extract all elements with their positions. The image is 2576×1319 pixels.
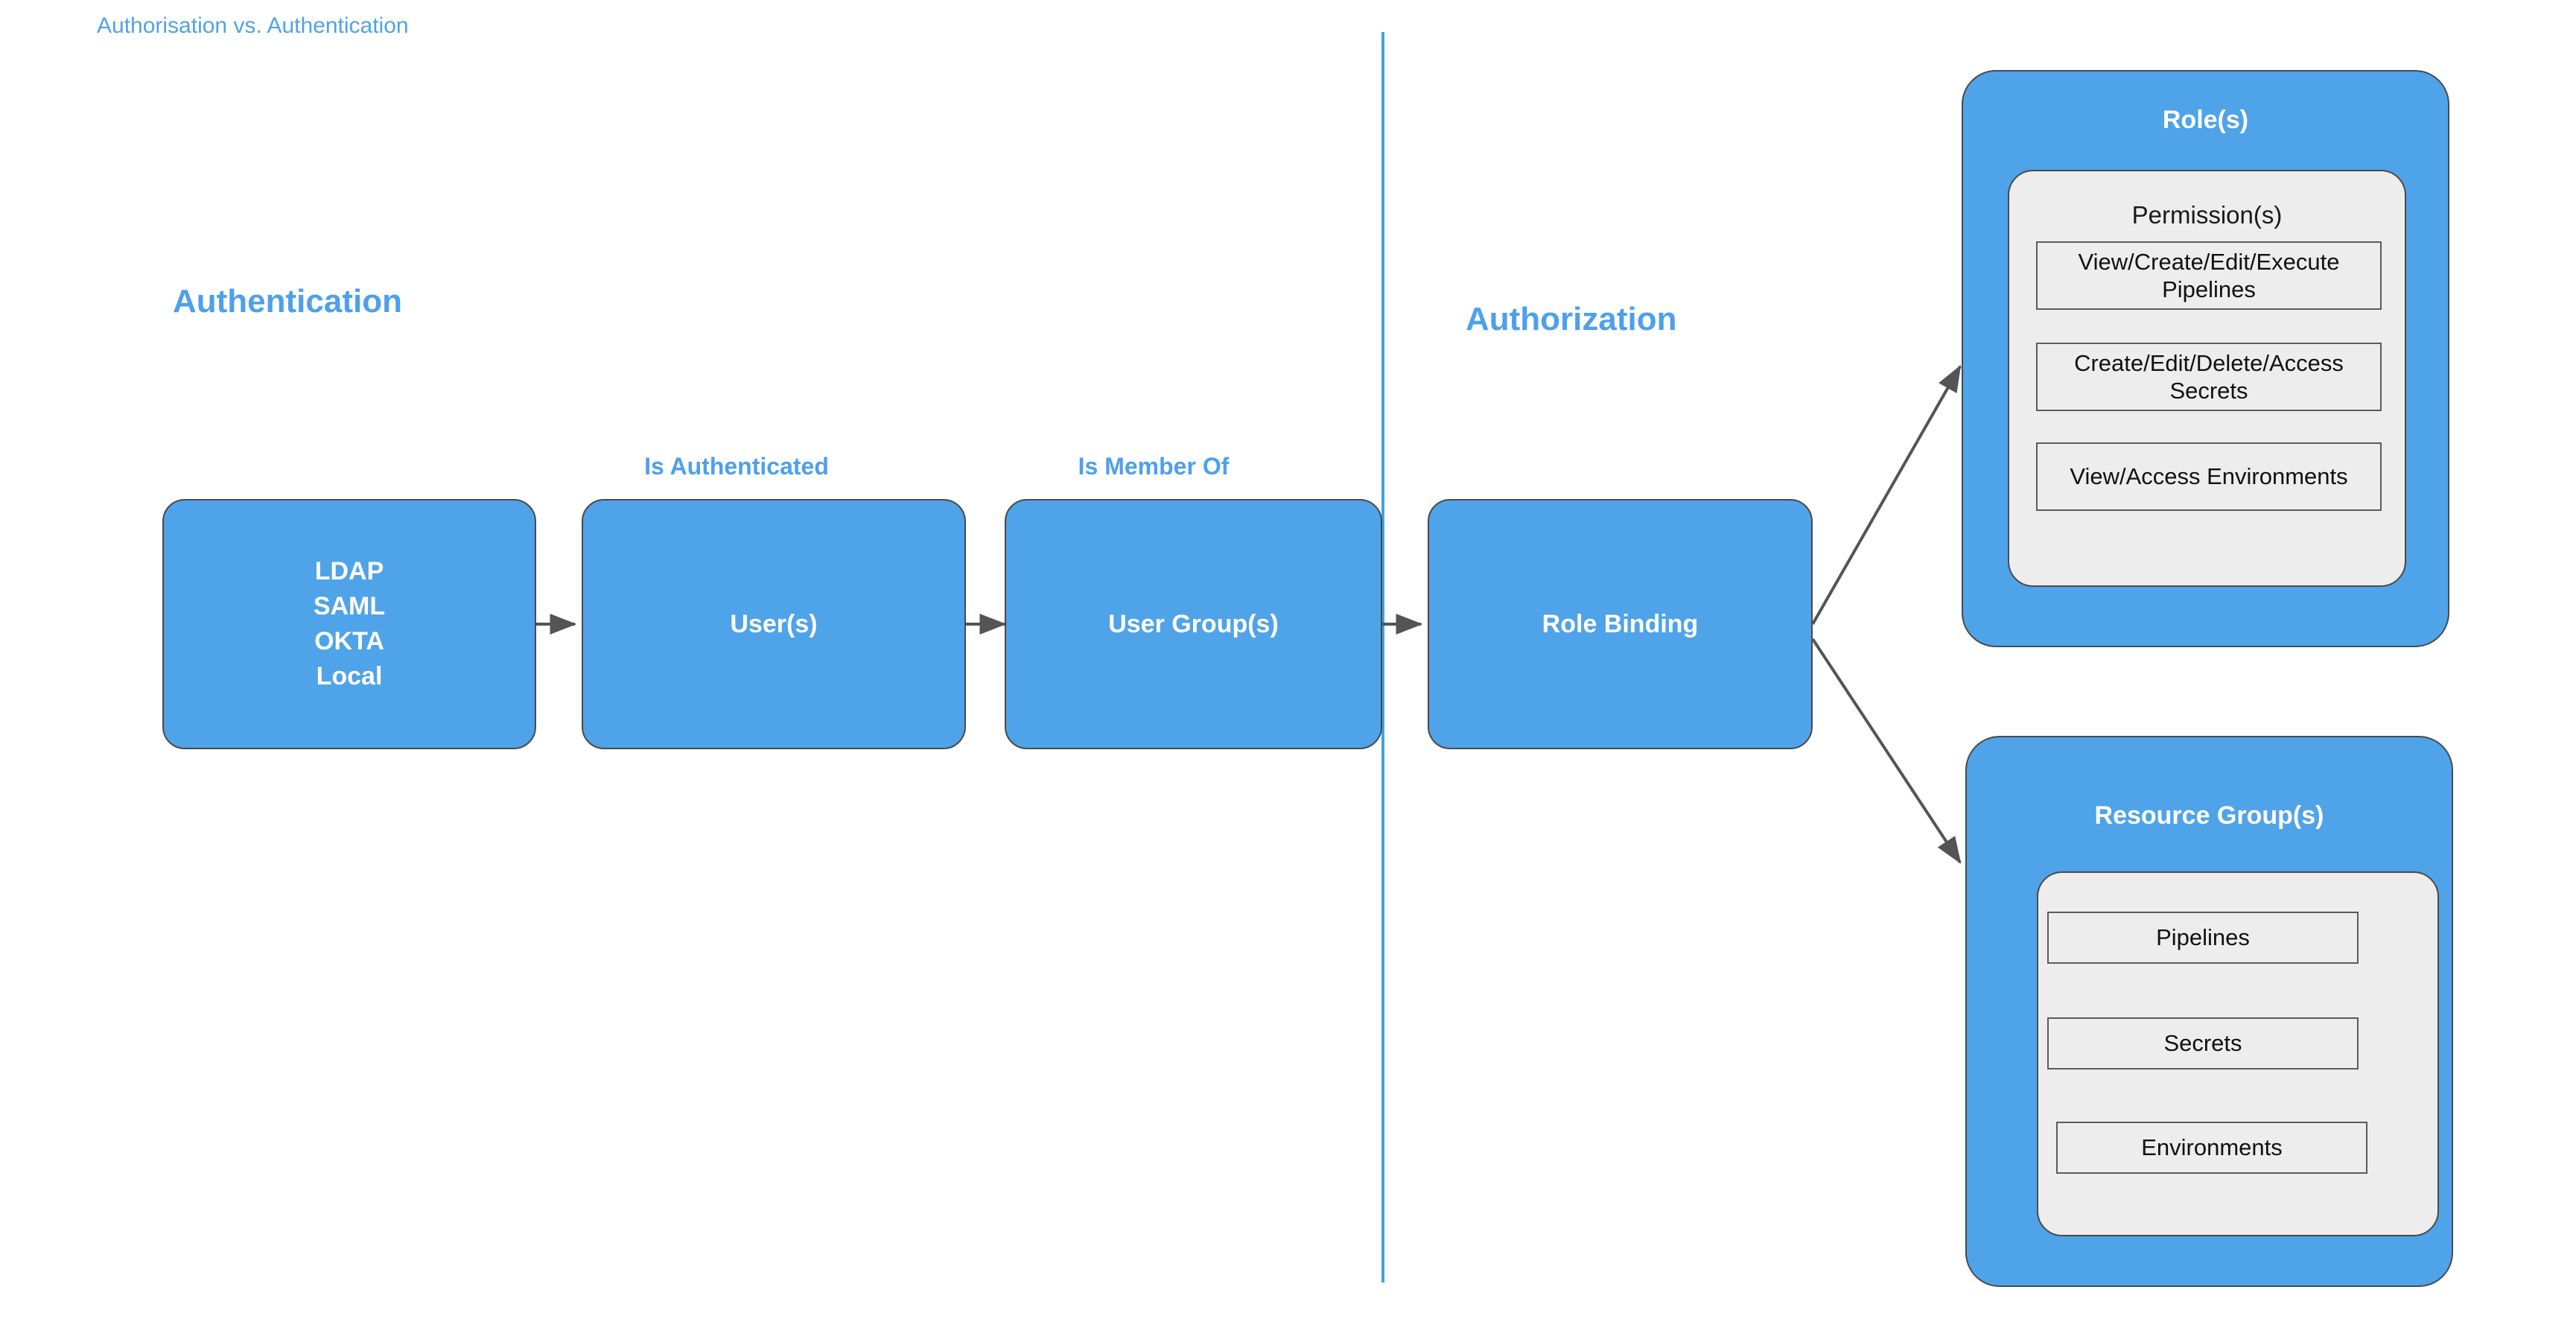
resource-item-pipelines[interactable]: Pipelines	[2047, 912, 2359, 964]
permission-item-secrets[interactable]: Create/Edit/Delete/Access Secrets	[2036, 343, 2382, 411]
identity-provider-ldap: LDAP	[314, 557, 384, 586]
resource-item-environments[interactable]: Environments	[2056, 1122, 2367, 1174]
resource-item-secrets[interactable]: Secrets	[2047, 1017, 2359, 1069]
roles-panel-title: Role(s)	[2162, 106, 2249, 134]
edge-label-is-member-of: Is Member Of	[1078, 453, 1230, 480]
permissions-inner-panel: Permission(s) View/Create/Edit/Execute P…	[2008, 170, 2406, 587]
edge-label-is-authenticated: Is Authenticated	[644, 453, 829, 480]
permission-item-environments[interactable]: View/Access Environments	[2036, 442, 2382, 511]
resource-groups-panel[interactable]: Resource Group(s) Pipelines Secrets Envi…	[1965, 736, 2453, 1287]
section-heading-authentication: Authentication	[173, 283, 402, 320]
arrow-rolebinding-to-roles	[1811, 364, 1962, 625]
permission-item-pipelines[interactable]: View/Create/Edit/Execute Pipelines	[2036, 241, 2382, 310]
flow-node-users[interactable]: User(s)	[582, 499, 966, 749]
flow-node-user-groups[interactable]: User Group(s)	[1005, 499, 1382, 749]
section-heading-authorization: Authorization	[1466, 301, 1677, 337]
flow-node-users-label: User(s)	[730, 609, 818, 638]
resource-groups-panel-title: Resource Group(s)	[2094, 801, 2324, 830]
page-title: Authorisation vs. Authentication	[97, 13, 409, 38]
identity-provider-saml: SAML	[313, 592, 386, 621]
resources-inner-panel: Pipelines Secrets Environments	[2037, 871, 2439, 1236]
flow-node-identity-providers[interactable]: LDAP SAML OKTA Local	[162, 499, 536, 749]
identity-provider-okta: OKTA	[314, 627, 384, 655]
arrow-rolebinding-to-resourcegroups	[1811, 638, 1962, 865]
permissions-title: Permission(s)	[2131, 201, 2283, 229]
flow-node-role-binding[interactable]: Role Binding	[1428, 499, 1813, 749]
identity-provider-local: Local	[316, 661, 383, 690]
roles-group-panel[interactable]: Role(s) Permission(s) View/Create/Edit/E…	[1962, 70, 2449, 647]
authentication-authorization-divider	[1381, 32, 1384, 1283]
flow-node-user-groups-label: User Group(s)	[1108, 609, 1279, 638]
flow-node-role-binding-label: Role Binding	[1542, 609, 1699, 638]
